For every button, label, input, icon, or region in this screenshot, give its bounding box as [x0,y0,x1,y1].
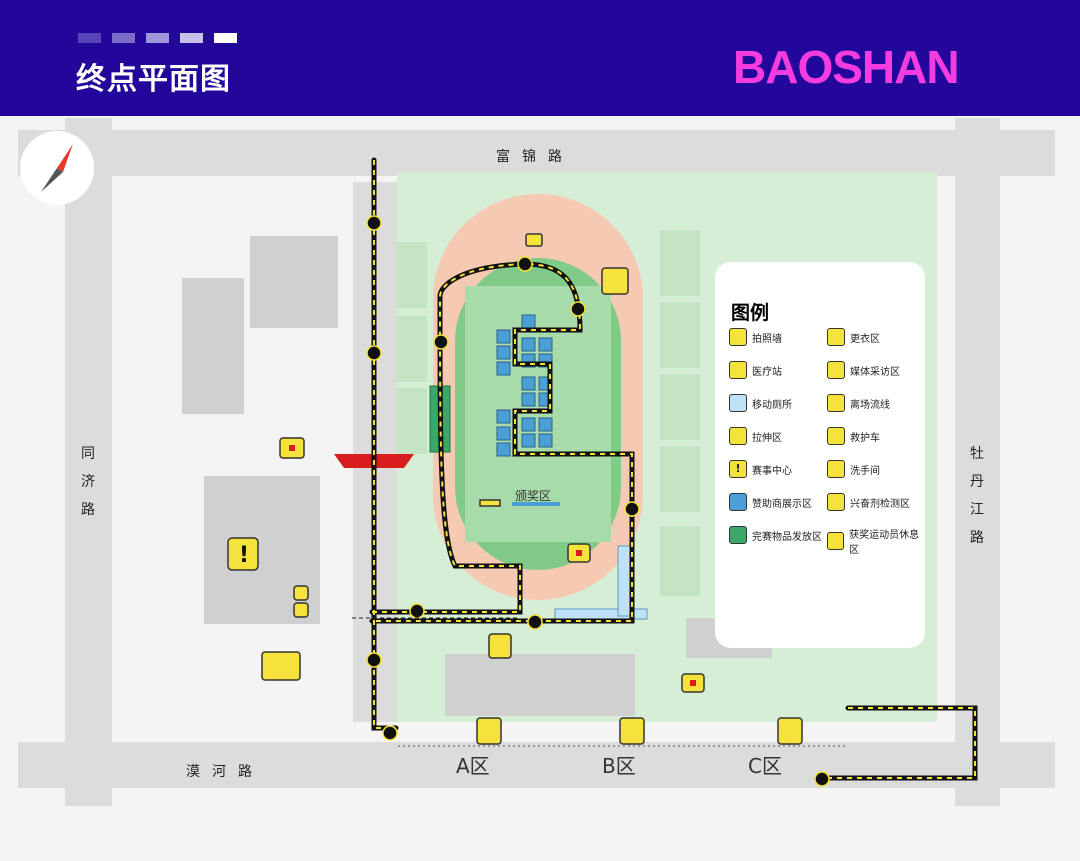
legend-label: 媒体采访区 [850,366,900,378]
media-icon [479,499,501,507]
legend-item: 离场流线 [827,394,890,412]
legend-label: 离场流线 [850,399,890,411]
changing-room-icon [476,717,502,745]
decor-square [146,33,169,43]
compass-icon [20,131,94,205]
green-blocks [397,230,700,596]
changing-room-icon [777,717,803,745]
decor-square [214,33,237,43]
legend-label: 救护车 [850,432,880,444]
map-canvas: ! [18,118,1055,806]
legend-label: 获奖运动员休息区 [849,530,920,556]
legend-item: 救护车 [827,427,880,445]
zone-b: B区 [602,754,636,778]
stretch-icon [601,267,629,295]
exit-flow-icon [827,394,845,412]
finisher-pack-icon [729,526,747,544]
decor-square [78,33,101,43]
event-center-icon [227,537,259,571]
legend-item: 拉伸区 [729,427,782,445]
road-left [65,118,112,806]
stretch-icon [729,427,747,445]
winner-lounge-icon [827,532,845,550]
changing-room-icon [827,328,845,346]
ambulance-icon [827,427,845,445]
header: 终点平面图 BAOSHAN [0,0,1080,116]
legend-item: 完赛物品发放区 [729,526,822,544]
decor-square [112,33,135,43]
road-right [955,118,1000,806]
winner-lounge-icon [293,602,309,618]
svg-text:!: ! [239,543,249,568]
legend-title: 图例 [731,302,770,324]
baoshan-logo: BAOSHAN [733,41,960,93]
legend: 图例 拍照墙 更衣区医疗站 媒体采访区移动厕所 离场流线拉伸区 救护车! 赛事中心 洗手间赞… [715,262,925,648]
legend-item: 媒体采访区 [827,361,900,379]
doping-test-icon [293,585,309,601]
legend-item: 赞助商展示区 [729,493,812,511]
legend-label: 兴奋剂检测区 [850,498,910,510]
road-label-right: 牡丹江路 [970,446,984,546]
legend-item: 医疗站 [729,361,782,379]
media-icon [827,361,845,379]
camera-icon [525,233,543,247]
legend-label: 洗手间 [850,465,880,477]
ambulance-icon [261,651,301,681]
legend-label: 赞助商展示区 [752,498,812,510]
legend-item: 拍照墙 [729,328,782,346]
decor-square [180,33,203,43]
legend-item: 获奖运动员休息区 [827,526,925,556]
legend-item: 更衣区 [827,328,880,346]
legend-label: 医疗站 [752,366,782,378]
road-label-top: 富锦路 [496,149,574,165]
legend-label: 完赛物品发放区 [752,531,822,543]
legend-item: 洗手间 [827,460,880,478]
page-title: 终点平面图 [76,62,231,97]
road-label-left: 同济路 [81,446,95,518]
camera-icon [729,328,747,346]
zone-c: C区 [748,754,782,778]
legend-label: 拉伸区 [752,432,782,444]
road-label-bottom: 漠河路 [186,764,264,780]
sponsor-display-icon [729,493,747,511]
road-top [18,130,1055,176]
map-icons [227,233,803,745]
event-center-icon: ! [729,460,747,478]
legend-label: 拍照墙 [752,333,782,345]
roads [18,118,1055,806]
award-area-label: 颁奖区 [515,489,552,503]
legend-item: 兴奋剂检测区 [827,493,910,511]
legend-label: 移动厕所 [752,399,792,411]
medical-kit-icon [729,361,747,379]
changing-room-icon [619,717,645,745]
buildings [182,236,772,716]
restroom-icon [827,460,845,478]
legend-item: ! 赛事中心 [729,460,792,478]
legend-item: 移动厕所 [729,394,792,412]
restroom-icon [488,633,512,659]
mobile-toilet-icon [729,394,747,412]
zone-a: A区 [456,754,490,778]
road-bottom [18,742,1055,788]
route-arrows [366,215,830,787]
legend-label: 赛事中心 [752,465,792,477]
doping-test-icon [827,493,845,511]
legend-label: 更衣区 [850,333,880,345]
